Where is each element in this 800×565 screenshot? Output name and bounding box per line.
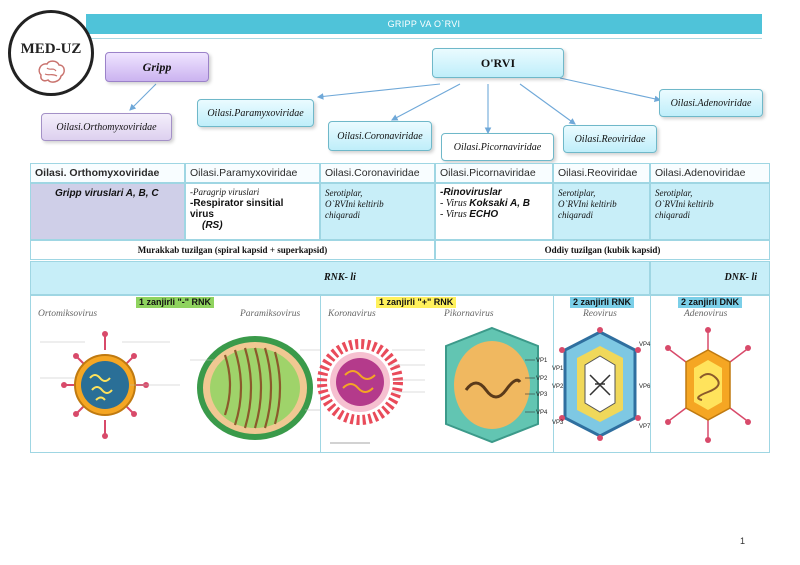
header-orthomyxo: Oilasi. Orthomyxoviridae — [30, 163, 185, 183]
rs-text-2: virus — [190, 209, 214, 220]
corona-line-1: Serotiplar, — [325, 188, 363, 198]
header-paramyxo: Oilasi.Paramyxoviridae — [185, 163, 320, 183]
vp-label-9: VP2 — [552, 384, 564, 390]
header-corona: Oilasi.Coronaviridae — [320, 163, 435, 183]
echo-line: - Virus ECHO — [436, 209, 552, 220]
cell-paramyxo: -Paragrip viruslari -Respirator sinsitia… — [185, 183, 320, 240]
col-divider-3 — [650, 295, 651, 453]
orthomyxovirus-illustration — [40, 331, 180, 439]
vp-label-10: VP3 — [552, 420, 564, 426]
cell-adeno: Serotiplar, O`RVIni keltirib chiqaradi — [650, 183, 770, 240]
rnk-row: RNK- li — [30, 261, 650, 295]
name-ortomiksovirus: Ortomiksovirus — [38, 309, 98, 319]
adeno-line-2: O`RVIni keltirib — [655, 199, 714, 209]
dnk-row: DNK- li — [650, 261, 770, 295]
adeno-node: Oilasi.Adenoviridae — [659, 89, 763, 117]
coronavirus-illustration — [317, 339, 425, 444]
brain-icon — [38, 60, 65, 83]
complex-structure-row: Murakkab tuzilgan (spiral kapsid + super… — [30, 240, 435, 260]
picornavirus-illustration: VP1 VP2 VP3 VP4 — [445, 326, 548, 444]
cell-orthomyxo: Gripp viruslari A, B, C — [30, 183, 185, 240]
rs-text-3: (RS) — [202, 220, 223, 231]
paramyxovirus-illustration — [190, 336, 320, 440]
echo-text: ECHO — [469, 209, 499, 220]
name-koronavirus: Koronavirus — [328, 309, 376, 319]
genome-tag-ds-rna: 2 zanjirli RNK — [570, 297, 635, 308]
koksaki-text: Koksaki A, B — [469, 198, 531, 209]
cell-corona: Serotiplar, O`RVIni keltirib chiqaradi — [320, 183, 435, 240]
col-divider-2 — [553, 295, 554, 453]
header-picorna: Oilasi.Picornaviridae — [435, 163, 553, 183]
vp-label-7: VP7 — [639, 424, 651, 430]
adeno-line-3: chiqaradi — [655, 210, 690, 220]
virus-illustrations — [30, 295, 770, 453]
reovirus-illustration: VP4 VP6 VP7 VP1 VP2 VP3 — [552, 327, 651, 441]
banner-divider — [86, 38, 762, 39]
orvi-node: O'RVI — [432, 48, 564, 78]
virus-prefix-1: - Virus — [440, 198, 470, 209]
genome-tag-pos-rna: 1 zanjirli "+" RNK — [376, 297, 457, 308]
header-adeno: Oilasi.Adenoviridae — [650, 163, 770, 183]
vp-label-6: VP6 — [639, 384, 651, 390]
name-reovirus: Reovirus — [583, 309, 617, 319]
corona-line-3: chiqaradi — [325, 210, 360, 220]
name-pikornavirus: Pikornavirus — [444, 309, 494, 319]
gripp-viruses-text: Gripp viruslari A, B, C — [55, 188, 159, 199]
name-adenovirus: Adenovirus — [684, 309, 728, 319]
rs-text-1: -Respirator sinsitial — [190, 198, 284, 209]
vp-label-5: VP4 — [639, 342, 651, 348]
virus-drawings: VP1 VP2 VP3 VP4 VP4 VP6 VP7 VP1 VP2 VP3 — [40, 326, 751, 444]
cell-reo: Serotiplar, O`RVIni keltirib chiqaradi — [553, 183, 650, 240]
genome-tag-ds-dna: 2 zanjirli DNK — [678, 297, 743, 308]
virus-prefix-2: - Virus — [440, 209, 470, 220]
med-uz-logo: MED-UZ — [8, 10, 94, 96]
vp-label-2: VP2 — [536, 376, 548, 382]
adeno-line-1: Serotiplar, — [655, 188, 693, 198]
corona-line-2: O`RVIni keltirib — [325, 199, 384, 209]
vp-label-8: VP1 — [552, 366, 564, 372]
paramyxo-node: Oilasi.Paramyxoviridae — [197, 99, 314, 127]
reo-line-2: O`RVIni keltirib — [558, 199, 617, 209]
header-reo: Oilasi.Reoviridae — [553, 163, 650, 183]
page-number: 1 — [740, 536, 746, 546]
simple-structure-row: Oddiy tuzilgan (kubik kapsid) — [435, 240, 770, 260]
rhino-text: -Rinoviruslar — [440, 187, 502, 198]
picorna-node: Oilasi.Picornaviridae — [441, 133, 554, 161]
name-paramiksovirus: Paramiksovirus — [240, 309, 301, 319]
koksaki-line: - Virus Koksaki A, B — [436, 198, 552, 209]
corona-node: Oilasi.Coronaviridae — [328, 121, 432, 151]
reo-node: Oilasi.Reoviridae — [563, 125, 657, 153]
paragripp-text: -Paragrip viruslari — [190, 187, 260, 197]
reo-line-3: chiqaradi — [558, 210, 593, 220]
vp-label-4: VP4 — [536, 410, 548, 416]
vp-label-3: VP3 — [536, 392, 548, 398]
cell-picorna: -Rinoviruslar - Virus Koksaki A, B - Vir… — [435, 183, 553, 240]
genome-tag-neg-rna: 1 zanjirli "-" RNK — [136, 297, 215, 308]
gripp-node: Gripp — [105, 52, 209, 82]
page-banner: GRIPP VA O`RVI — [86, 14, 762, 34]
adenovirus-illustration — [665, 327, 751, 443]
logo-text: MED-UZ — [20, 41, 82, 57]
vp-label-1: VP1 — [536, 358, 548, 364]
orthomyxo-node: Oilasi.Orthomyxoviridae — [41, 113, 172, 141]
reo-line-1: Serotiplar, — [558, 188, 596, 198]
